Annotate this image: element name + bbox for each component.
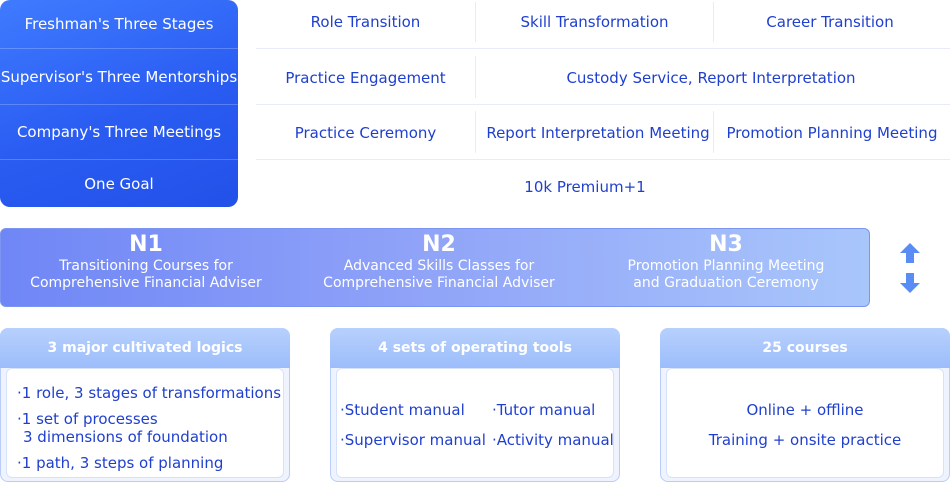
stage-desc-line1: Advanced Skills Classes for (343, 258, 535, 274)
list-item: ·Activity manual (492, 431, 614, 449)
list-item: ·1 path, 3 steps of planning (17, 454, 224, 472)
col-divider (475, 111, 476, 153)
row-divider (256, 48, 950, 49)
stage-desc-line1: Promotion Planning Meeting (627, 258, 825, 274)
cell-career-transition: Career Transition (766, 13, 894, 31)
left-label-freshman: Freshman's Three Stages (24, 15, 214, 33)
stage-number: N1 (129, 232, 163, 257)
cell-goal: 10k Premium+1 (524, 177, 646, 196)
left-label-supervisor: Supervisor's Three Mentorships (0, 67, 238, 86)
card-body (6, 368, 284, 478)
stage-number: N3 (709, 232, 743, 257)
list-item: Online + offline (746, 401, 864, 419)
stage-n2: N2 Advanced Skills Classes for Comprehen… (292, 232, 586, 292)
stage-number: N2 (422, 232, 456, 257)
cell-skill-transformation: Skill Transformation (520, 13, 669, 31)
card-title: 3 major cultivated logics (0, 328, 290, 368)
stage-label-panel (0, 0, 238, 207)
cell-practice-ceremony: Practice Ceremony (294, 123, 437, 142)
left-label-company: Company's Three Meetings (16, 123, 222, 141)
left-divider (0, 48, 238, 49)
list-item: Training + onsite practice (708, 431, 902, 449)
list-item: ·Tutor manual (492, 401, 596, 419)
list-item: ·1 set of processes (17, 410, 158, 428)
stage-desc-line2: Comprehensive Financial Adviser (30, 275, 262, 291)
stage-desc-line1: Transitioning Courses for (59, 258, 233, 274)
left-label-goal: One Goal (84, 174, 154, 193)
stage-n1: N1 Transitioning Courses for Comprehensi… (0, 232, 292, 292)
arrow-up-icon (898, 242, 922, 267)
col-divider (713, 111, 714, 153)
list-item: ·Student manual (340, 401, 465, 419)
left-divider (0, 104, 238, 105)
col-divider (475, 56, 476, 98)
left-divider (0, 159, 238, 160)
cell-promotion-meeting: Promotion Planning Meeting (726, 123, 938, 142)
cell-role-transition: Role Transition (310, 13, 421, 31)
arrow-down-icon (898, 272, 922, 297)
col-divider (475, 2, 476, 42)
list-item: ·1 role, 3 stages of transformations (17, 384, 282, 402)
card-body (336, 368, 614, 478)
cell-custody-service: Custody Service, Report Interpretation (566, 68, 856, 87)
col-divider (713, 2, 714, 42)
row-divider (256, 159, 950, 160)
stage-bar (0, 228, 870, 307)
stage-desc-line2: Comprehensive Financial Adviser (323, 275, 555, 291)
card-title: 25 courses (660, 328, 950, 368)
stage-desc-line2: and Graduation Ceremony (633, 275, 819, 291)
list-item: ·Supervisor manual (340, 431, 486, 449)
cell-practice-engagement: Practice Engagement (285, 68, 446, 87)
card-body (666, 368, 944, 478)
row-divider (256, 104, 950, 105)
list-item: 3 dimensions of foundation (23, 428, 228, 446)
stage-n3: N3 Promotion Planning Meeting and Gradua… (586, 232, 866, 292)
cell-report-meeting: Report Interpretation Meeting (486, 123, 710, 142)
card-title: 4 sets of operating tools (330, 328, 620, 368)
